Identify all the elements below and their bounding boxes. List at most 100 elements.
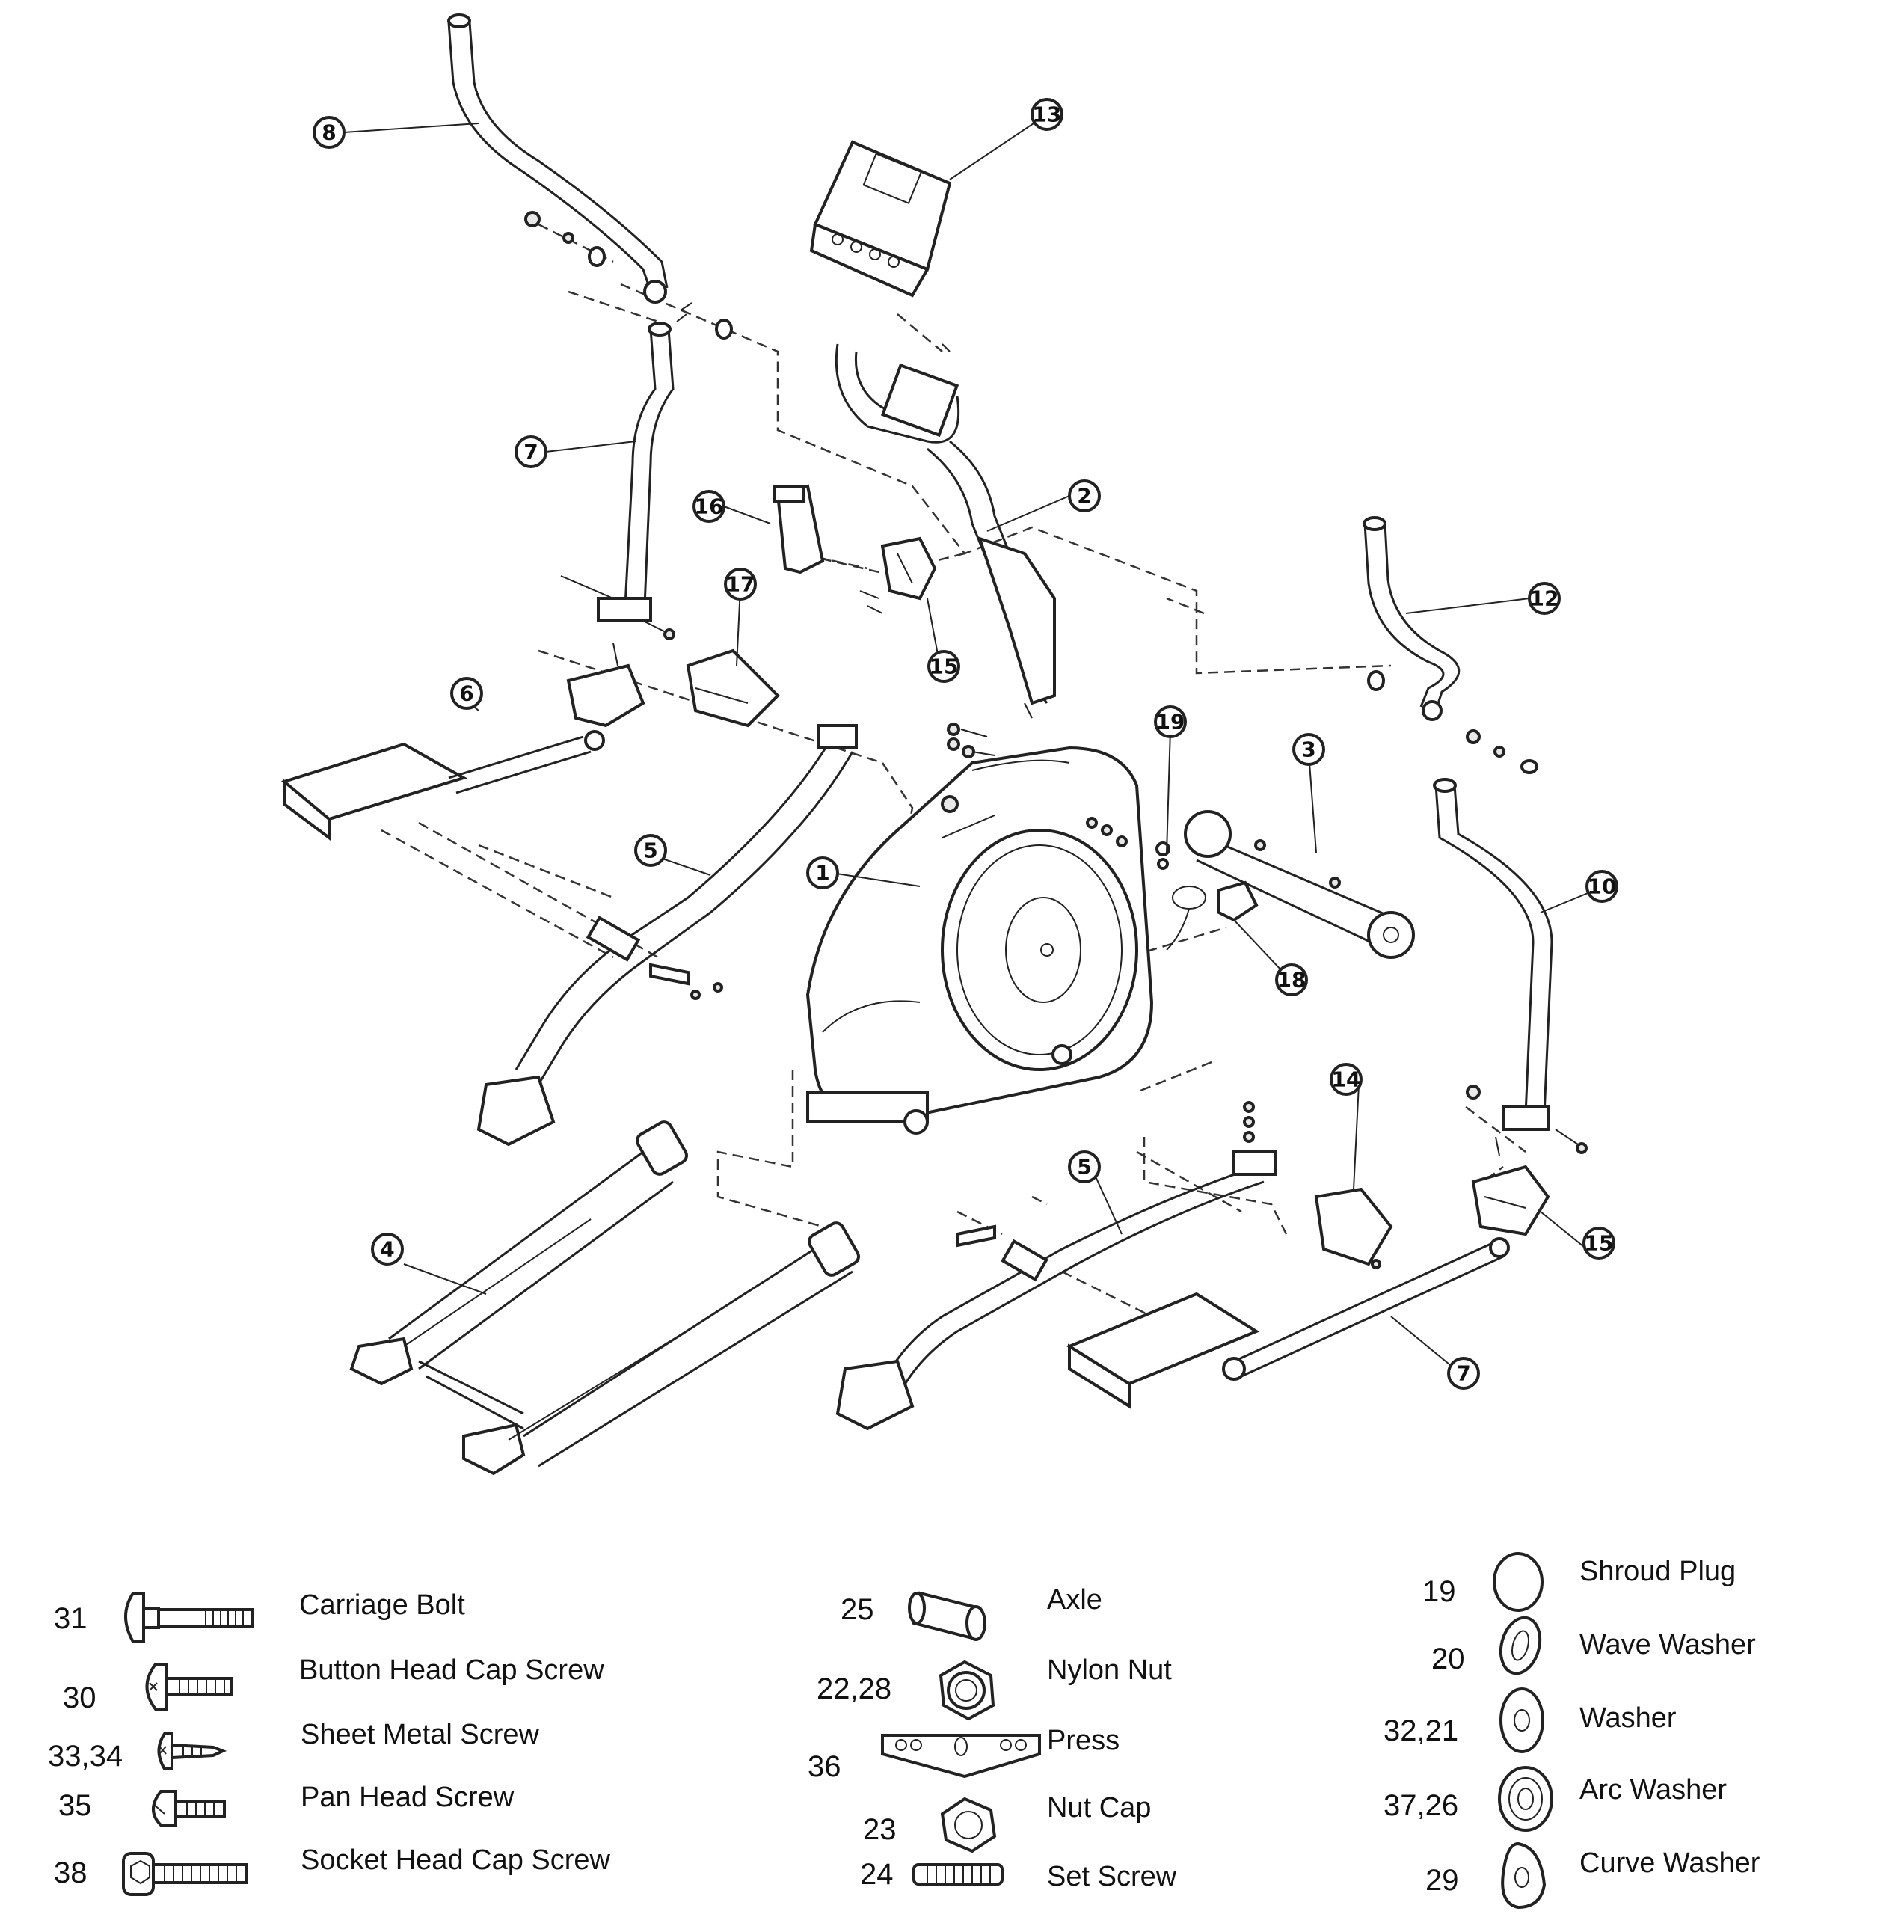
callout-5-left: 5 <box>634 834 667 867</box>
legend-num-washer: 32,21 <box>1384 1714 1459 1747</box>
part-5-crank-arm-left <box>476 724 858 1147</box>
legend-num-curve-washer: 29 <box>1425 1864 1459 1897</box>
callout-1: 1 <box>806 856 839 889</box>
callout-10: 10 <box>1585 870 1618 903</box>
part-17-cover <box>686 648 780 728</box>
svg-text:5: 5 <box>643 838 657 863</box>
legend-label-nylon-nut: Nylon Nut <box>1047 1655 1172 1686</box>
svg-text:1: 1 <box>815 861 829 886</box>
part-18-sensor-cable <box>1166 880 1259 951</box>
legend-label-nut-cap: Nut Cap <box>1047 1792 1152 1824</box>
legend-num-nylon-nut: 22,28 <box>817 1672 892 1705</box>
legend-label-socket-head-cap-screw: Socket Head Cap Screw <box>301 1844 610 1876</box>
legend-label-button-head-cap-screw: Button Head Cap Screw <box>299 1655 604 1686</box>
legend-label-curve-washer: Curve Washer <box>1579 1847 1760 1879</box>
callout-11: 12 <box>1528 582 1561 615</box>
part-5-crank-arm-right <box>835 1101 1277 1431</box>
part-16-water-bottle <box>773 484 825 574</box>
legend-icons <box>122 1552 1553 1910</box>
callout-18: 18 <box>1275 963 1308 996</box>
legend-label-shroud-plug: Shroud Plug <box>1579 1556 1736 1587</box>
part-3-rear-stabilizer <box>1184 810 1415 959</box>
part-12-console <box>809 140 952 298</box>
svg-text:15: 15 <box>930 654 959 679</box>
legend-label-press: Press <box>1047 1725 1120 1756</box>
part-11-upper-handlebar-right <box>1363 516 1538 774</box>
part-15-bottle-holder <box>859 536 937 614</box>
arc-washer-icon <box>1498 1766 1553 1832</box>
callout-19: 19 <box>1154 705 1187 738</box>
part-19-shroud-plug-callout-part <box>1155 841 1170 870</box>
callout-2: 2 <box>1068 479 1101 512</box>
legend-num-arc-washer: 37,26 <box>1384 1789 1459 1822</box>
legend-num-wave-washer: 20 <box>1431 1643 1465 1675</box>
carriage-bolt-icon <box>124 1592 254 1643</box>
svg-text:2: 2 <box>1077 484 1091 509</box>
legend-label-sheet-metal-screw: Sheet Metal Screw <box>301 1719 539 1750</box>
legend-label-washer: Washer <box>1579 1702 1677 1734</box>
svg-text:8: 8 <box>322 120 336 145</box>
legend-num-nut-cap: 23 <box>863 1813 897 1846</box>
pan-head-screw-icon <box>152 1790 226 1827</box>
hardware-group-9 <box>524 211 733 340</box>
button-head-cap-screw-icon <box>145 1663 233 1711</box>
callout-4: 4 <box>371 1233 404 1266</box>
callout-17: 17 <box>724 568 757 601</box>
svg-text:7: 7 <box>523 440 538 464</box>
svg-text:12: 12 <box>1530 586 1559 611</box>
callout-7: 7 <box>1447 1357 1480 1390</box>
legend-num-sheet-metal-screw: 33,34 <box>48 1740 123 1773</box>
legend-label-axle: Axle <box>1047 1584 1102 1616</box>
legend-num-socket-head-cap-screw: 38 <box>54 1856 87 1889</box>
svg-text:13: 13 <box>1033 102 1062 127</box>
callout-9: 8 <box>313 116 346 149</box>
svg-text:16: 16 <box>695 494 724 519</box>
svg-text:5: 5 <box>1077 1155 1091 1180</box>
callout-6: 6 <box>450 677 483 710</box>
svg-text:4: 4 <box>380 1237 394 1262</box>
svg-text:19: 19 <box>1156 710 1185 735</box>
sheet-metal-screw-icon <box>157 1732 227 1770</box>
legend-num-set-screw: 24 <box>860 1858 894 1891</box>
legend-num-button-head-cap-screw: 30 <box>63 1681 96 1714</box>
shroud-plug-icon <box>1493 1552 1544 1612</box>
legend-label-pan-head-screw: Pan Head Screw <box>301 1782 515 1813</box>
part-10-lower-handlebar-right <box>1433 778 1588 1156</box>
set-screw-icon <box>912 1863 1004 1886</box>
part-14-pivot-cover-right <box>1471 1165 1550 1236</box>
legend-num-carriage-bolt: 31 <box>54 1602 87 1635</box>
legend-num-axle: 25 <box>841 1593 874 1626</box>
part-2-console-mast <box>835 343 1056 719</box>
svg-text:7: 7 <box>1456 1361 1470 1386</box>
curve-washer-icon <box>1501 1841 1547 1910</box>
callout-15: 15 <box>927 650 960 683</box>
svg-text:15: 15 <box>1585 1231 1614 1256</box>
washer-icon <box>1499 1687 1544 1753</box>
part-6-pedal-arm-left <box>280 663 645 959</box>
part-1-main-housing <box>805 746 1154 1135</box>
axle-icon <box>908 1591 986 1641</box>
press-plate-icon <box>881 1734 1041 1779</box>
callout-5-right: 5 <box>1068 1150 1101 1183</box>
callouts: 8 13 7 2 16 15 17 12 6 19 3 10 5 1 18 14… <box>313 98 1618 1390</box>
part-7-pedal-arm-right <box>1066 1237 1510 1409</box>
part-13-cover <box>1314 1187 1393 1269</box>
hardware-group-frame <box>941 723 1128 847</box>
svg-text:14: 14 <box>1332 1067 1361 1092</box>
legend-label-arc-washer: Arc Washer <box>1579 1774 1728 1806</box>
svg-text:17: 17 <box>726 572 755 597</box>
svg-text:18: 18 <box>1277 968 1306 993</box>
legend-num-shroud-plug: 19 <box>1422 1575 1456 1608</box>
legend-num-press: 36 <box>808 1750 841 1783</box>
part-8-lower-handlebar-left <box>560 322 675 666</box>
callout-16: 16 <box>692 490 725 523</box>
legend-label-wave-washer: Wave Washer <box>1579 1629 1756 1660</box>
callout-12: 13 <box>1031 98 1063 131</box>
nylon-nut-icon <box>939 1660 995 1721</box>
socket-head-cap-screw-icon <box>122 1852 248 1896</box>
callout-13: 14 <box>1330 1063 1363 1096</box>
callout-14: 15 <box>1582 1227 1615 1260</box>
wave-washer-icon <box>1499 1616 1542 1675</box>
nut-cap-icon <box>940 1797 997 1853</box>
